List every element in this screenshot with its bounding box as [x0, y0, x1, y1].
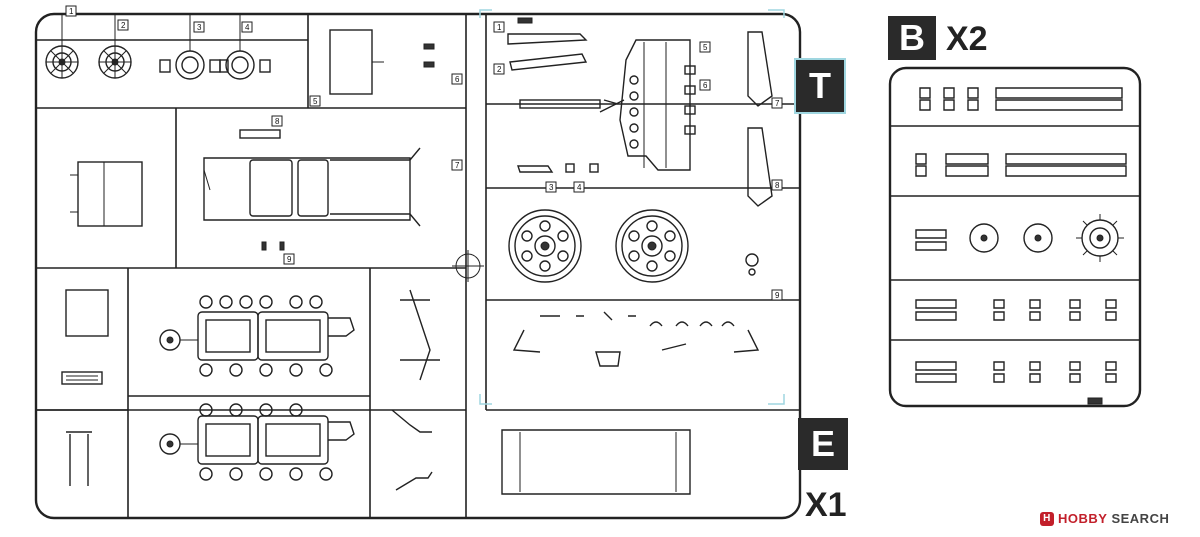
axle-frame — [599, 39, 691, 171]
svg-text:4: 4 — [245, 23, 250, 32]
quantity-e: X1 — [805, 486, 847, 524]
fender-strip-2 — [747, 127, 773, 207]
part-number-tags: 1 2 3 4 5 6 7 8 9 1 2 3 4 5 6 7 8 9 — [65, 5, 783, 301]
svg-text:5: 5 — [703, 43, 708, 52]
seat-box — [77, 161, 143, 227]
fender-strip-1 — [747, 31, 773, 107]
svg-text:8: 8 — [275, 117, 280, 126]
hub-2 — [219, 50, 271, 80]
bracket-panel — [65, 289, 109, 337]
leaf-spring-2 — [509, 53, 588, 71]
svg-text:2: 2 — [497, 65, 502, 74]
main-sprue-frame — [34, 12, 802, 520]
svg-text:7: 7 — [455, 161, 460, 170]
watermark-brand-a: HOBBY — [1058, 511, 1108, 526]
track-links — [915, 87, 1127, 383]
svg-text:5: 5 — [313, 97, 318, 106]
svg-text:9: 9 — [775, 291, 780, 300]
svg-text:1: 1 — [69, 7, 74, 16]
sprue-label-t: T — [794, 58, 846, 114]
small-wheel-right — [98, 45, 132, 79]
chassis-frame — [203, 129, 421, 227]
link-rod-2 — [395, 471, 433, 491]
hub-1 — [159, 50, 221, 80]
sprue-label-e: E — [798, 418, 848, 470]
svg-text:3: 3 — [549, 183, 554, 192]
svg-text:6: 6 — [703, 81, 708, 90]
watermark-brand-b: SEARCH — [1111, 511, 1170, 526]
link-rod-1 — [391, 409, 432, 433]
svg-text:7: 7 — [775, 99, 780, 108]
road-wheel-left — [508, 209, 582, 283]
sprue-label-b: B — [888, 16, 936, 60]
road-wheel-right — [615, 209, 689, 283]
drive-sprocket — [1076, 214, 1124, 262]
small-wheel-left — [45, 45, 79, 79]
quantity-b: X2 — [946, 20, 988, 58]
bumper — [66, 431, 92, 486]
b-sprue-frame — [888, 66, 1142, 408]
svg-text:4: 4 — [577, 183, 582, 192]
watermark: H HOBBY SEARCH — [1040, 511, 1169, 526]
watermark-logo-icon: H — [1040, 511, 1054, 526]
svg-text:2: 2 — [121, 21, 126, 30]
idler-disc-1 — [969, 223, 999, 253]
leaf-spring-1 — [507, 33, 588, 45]
cargo-bed — [501, 429, 691, 495]
svg-text:1: 1 — [497, 23, 502, 32]
spring-arm — [400, 289, 440, 381]
svg-text:3: 3 — [197, 23, 202, 32]
idler-disc-2 — [1023, 223, 1053, 253]
panel-part — [329, 29, 373, 95]
suspension-upper — [159, 295, 355, 377]
grille — [61, 371, 103, 385]
svg-text:6: 6 — [455, 75, 460, 84]
svg-text:8: 8 — [775, 181, 780, 190]
svg-text:9: 9 — [287, 255, 292, 264]
suspension-lower — [159, 403, 355, 481]
